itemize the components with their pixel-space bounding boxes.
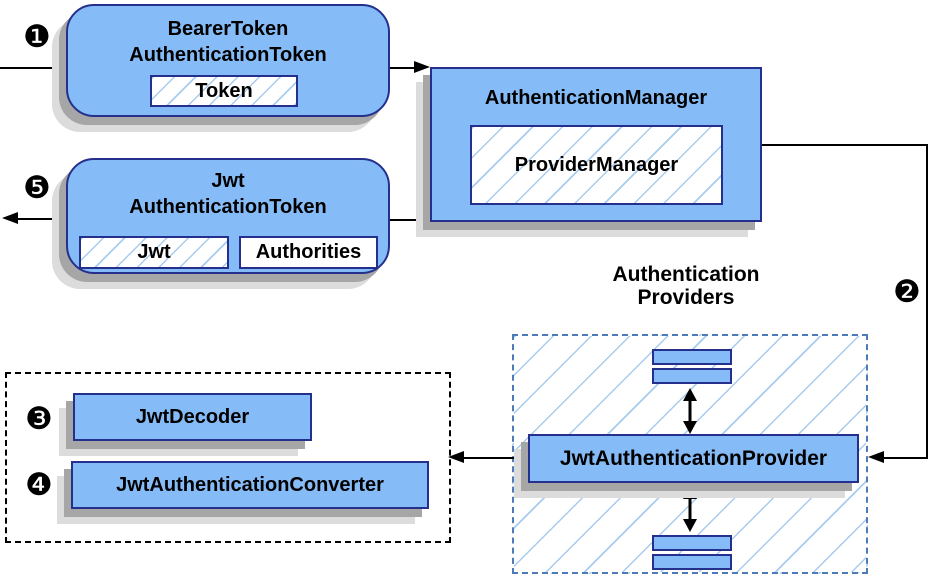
jwt-box-title-line2: AuthenticationToken: [129, 196, 327, 218]
arrowhead-left-icon: [2, 212, 18, 224]
provider-to-decoder-line: [463, 457, 528, 459]
bearer-box-title-line1: BearerToken: [167, 18, 289, 40]
provider-placeholder-bar: [652, 368, 732, 384]
providers-label-line1: Authentication: [612, 263, 760, 286]
provider-manager-chip: ProviderManager: [470, 125, 723, 205]
manager-to-provider-line-v: [926, 144, 928, 459]
provider-placeholder-bar: [652, 535, 732, 551]
incoming-request-line: [0, 67, 66, 69]
arrowhead-left-icon: [448, 451, 464, 463]
step-3-badge: ❸: [25, 401, 53, 436]
authentication-providers-label: Authentication Providers: [586, 263, 786, 309]
jwt-decoder-box: JwtDecoder: [73, 393, 312, 441]
jwt-authentication-provider-box: JwtAuthenticationProvider: [528, 434, 859, 483]
bearer-box-title: BearerToken AuthenticationToken: [68, 16, 388, 68]
authentication-manager-box: AuthenticationManager ProviderManager: [430, 67, 762, 222]
providers-label-line2: Providers: [637, 286, 735, 309]
step-1-badge: ❶: [23, 19, 51, 54]
provider-placeholder-bar: [652, 554, 732, 570]
outgoing-result-line: [17, 218, 66, 220]
jwt-box-title-line1: Jwt: [211, 170, 245, 192]
arrowhead-left-icon: [868, 451, 884, 463]
manager-to-jwt-token-line: [390, 219, 430, 221]
provider-placeholder-bar: [652, 349, 732, 365]
step-2-badge: ❷: [893, 274, 921, 309]
jwt-authentication-converter-box: JwtAuthenticationConverter: [71, 461, 429, 509]
authentication-manager-title: AuthenticationManager: [484, 87, 708, 109]
double-arrow-icon: [683, 388, 697, 434]
token-chip: Token: [150, 75, 298, 107]
step-5-badge: ❺: [23, 170, 51, 205]
manager-to-provider-line-h2: [884, 457, 928, 459]
jwt-authentication-token-box: Jwt AuthenticationToken Jwt Authorities: [66, 158, 390, 274]
jwt-box-title: Jwt AuthenticationToken: [68, 168, 388, 220]
bearer-box-title-line2: AuthenticationToken: [129, 44, 327, 66]
double-arrow-icon: [683, 486, 697, 532]
manager-to-provider-line-h: [762, 144, 928, 146]
jwt-chip: Jwt: [79, 236, 229, 269]
bearer-to-manager-line: [390, 67, 418, 69]
bearer-token-authentication-token-box: BearerToken AuthenticationToken Token: [66, 4, 390, 117]
arrowhead-right-icon: [414, 61, 430, 73]
step-4-badge: ❹: [25, 467, 53, 502]
authorities-chip: Authorities: [239, 236, 378, 269]
